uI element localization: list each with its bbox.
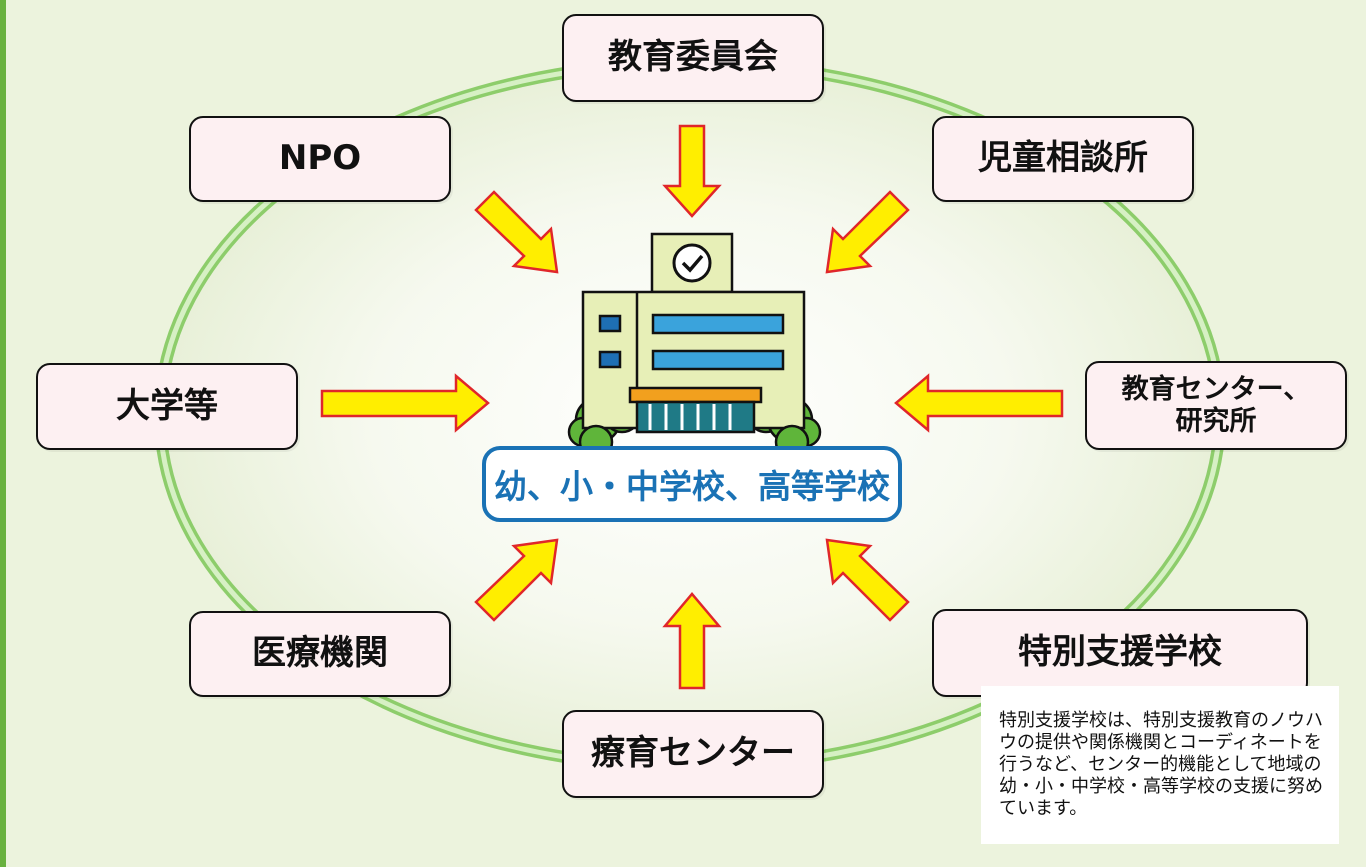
arrow-special-school-to-school <box>825 538 910 622</box>
node-board-of-education: 教育委員会 <box>562 14 824 102</box>
node-therapy-center: 療育センター <box>562 710 824 798</box>
node-npo: NPO <box>189 116 451 202</box>
node-label: 医療機関 <box>252 633 388 674</box>
node-medical-institutions: 医療機関 <box>189 611 451 697</box>
center-school-label: 幼、小・中学校、高等学校 <box>482 446 902 522</box>
node-education-center: 教育センター、 研究所 <box>1085 361 1347 450</box>
node-special-support-school: 特別支援学校 <box>932 609 1308 697</box>
arrow-child-guidance-to-school <box>825 190 910 274</box>
node-label: 教育センター、 研究所 <box>1121 374 1311 437</box>
arrow-board-to-school <box>662 124 722 218</box>
node-label: 教育委員会 <box>608 37 778 78</box>
node-label: 大学等 <box>116 385 218 426</box>
arrow-therapy-to-school <box>662 592 722 690</box>
arrow-universities-to-school <box>320 373 490 433</box>
arrow-medical-to-school <box>474 538 559 622</box>
note-box: 特別支援学校は、特別支援教育のノウハウの提供や関係機関とコーディネートを行うなど… <box>981 686 1339 844</box>
left-border-rule <box>0 0 6 867</box>
node-label: 児童相談所 <box>978 138 1148 179</box>
node-child-guidance-center: 児童相談所 <box>932 116 1194 202</box>
node-label: NPO <box>278 138 362 179</box>
school-building-icon <box>567 232 822 460</box>
node-label: 療育センター <box>591 733 795 774</box>
node-universities: 大学等 <box>36 363 298 450</box>
arrow-education-center-to-school <box>894 373 1064 433</box>
note-text: 特別支援学校は、特別支援教育のノウハウの提供や関係機関とコーディネートを行うなど… <box>999 710 1323 819</box>
arrow-npo-to-school <box>474 190 559 274</box>
clock-icon <box>672 243 712 283</box>
node-label: 特別支援学校 <box>1018 632 1222 673</box>
